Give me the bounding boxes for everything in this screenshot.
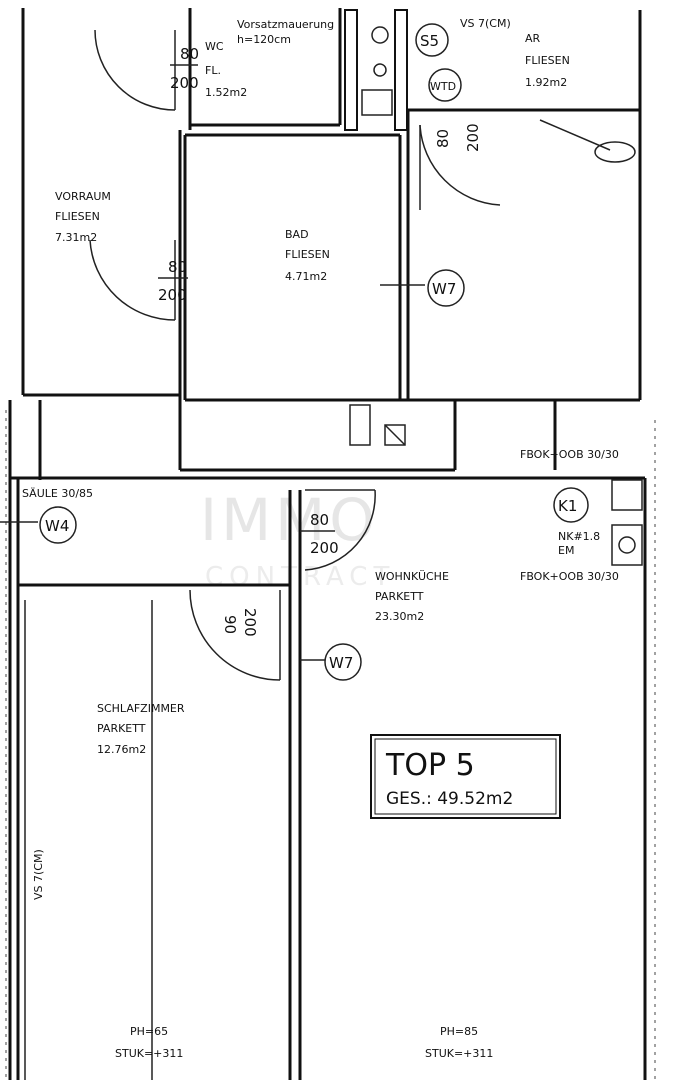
ph-value: PH=65	[130, 1025, 168, 1038]
stuk-value: STUK=+311	[425, 1047, 493, 1060]
stuk-value: STUK=+311	[115, 1047, 183, 1060]
height-right: PH=85 STUK=+311	[425, 1025, 493, 1060]
door-width: 80	[434, 129, 452, 148]
tag-wtd: WTD	[428, 68, 462, 102]
top-total: GES.: 49.52m2	[386, 789, 513, 809]
vs-side-label: VS 7(CM)	[32, 849, 45, 900]
k1-sub1: NK#1.8	[558, 530, 600, 543]
tag-text: S5	[420, 32, 439, 50]
saeule-label: SÄULE 30/85	[22, 487, 93, 500]
tag-text: WTD	[430, 80, 456, 93]
tag-text: W4	[45, 517, 69, 535]
room-wc: WC FL. 1.52m2	[205, 40, 247, 99]
room-name: BAD	[285, 228, 309, 241]
room-vorraum: VORRAUM FLIESEN 7.31m2	[55, 190, 111, 244]
room-name: VORRAUM	[55, 190, 111, 203]
top-title: TOP 5	[385, 748, 475, 783]
door-dimensions: 80 200 80 200 80 200 80 200 90 200	[158, 45, 482, 637]
ph-value: PH=85	[440, 1025, 478, 1038]
watermark-line1: IMMO	[200, 486, 379, 554]
tag-w4: W4	[39, 506, 77, 544]
room-area: 12.76m2	[97, 743, 146, 756]
k1-sub2: EM	[558, 544, 574, 557]
tag-w7-wohn: W7	[324, 643, 362, 681]
door-height: 200	[241, 608, 259, 637]
walls	[8, 8, 647, 1080]
room-wohnkueche: WOHNKÜCHE PARKETT 23.30m2	[375, 570, 449, 623]
room-area: 4.71m2	[285, 270, 327, 283]
vorsatz-label: Vorsatzmauerung	[237, 18, 334, 31]
door-width: 90	[221, 615, 239, 634]
tag-text: W7	[432, 280, 456, 298]
fixtures	[0, 26, 643, 661]
fbok-bottom-label: FBOK+OOB 30/30	[520, 570, 619, 583]
room-floor: FLIESEN	[55, 210, 100, 223]
door-width: 80	[180, 45, 199, 63]
watermark-line2: CONTRACT	[205, 562, 395, 592]
room-area: 7.31m2	[55, 231, 97, 244]
room-floor: FL.	[205, 64, 221, 77]
tag-w7-bad: W7	[427, 269, 465, 307]
door-height: 200	[464, 123, 482, 152]
room-area: 1.92m2	[525, 76, 567, 89]
door-width: 80	[310, 511, 329, 529]
room-name: AR	[525, 32, 541, 45]
room-area: 23.30m2	[375, 610, 424, 623]
tag-text: W7	[329, 654, 353, 672]
annotations: Vorsatzmauerung h=120cm VS 7(CM) VS 7(CM…	[22, 17, 619, 900]
door-swings	[89, 29, 501, 681]
fbok-top-label: FBOK+OOB 30/30	[520, 448, 619, 461]
top-summary-box: TOP 5 GES.: 49.52m2	[370, 734, 561, 819]
room-area: 1.52m2	[205, 86, 247, 99]
room-name: SCHLAFZIMMER	[97, 702, 185, 715]
room-ar: AR FLIESEN 1.92m2	[525, 32, 570, 89]
door-height: 200	[310, 539, 339, 557]
door-height: 200	[158, 286, 187, 304]
height-left: PH=65 STUK=+311	[115, 1025, 183, 1060]
tag-k1: K1	[553, 487, 589, 523]
door-width: 80	[168, 258, 187, 276]
door-height: 200	[170, 74, 199, 92]
room-floor: FLIESEN	[285, 248, 330, 261]
room-floor: PARKETT	[375, 590, 424, 603]
tag-text: K1	[558, 497, 577, 515]
vs-top-label: VS 7(CM)	[460, 17, 511, 30]
room-floor: PARKETT	[97, 722, 146, 735]
room-floor: FLIESEN	[525, 54, 570, 67]
room-name: WOHNKÜCHE	[375, 570, 449, 583]
tag-s5: S5	[415, 23, 449, 57]
room-schlafzimmer: SCHLAFZIMMER PARKETT 12.76m2	[97, 702, 185, 756]
vorsatz-height: h=120cm	[237, 33, 291, 46]
room-bad: BAD FLIESEN 4.71m2	[285, 228, 330, 283]
room-name: WC	[205, 40, 224, 53]
